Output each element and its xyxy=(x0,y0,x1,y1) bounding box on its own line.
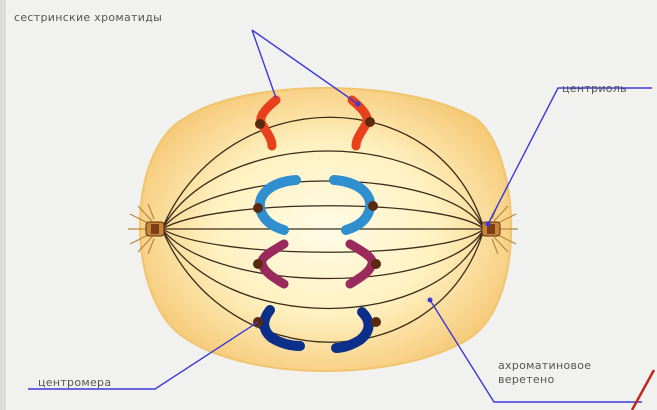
label-spindle: ахроматиновое веретено xyxy=(498,359,592,386)
chromatid-pair-2 xyxy=(253,175,378,235)
chromatid-pair-1 xyxy=(255,95,375,151)
label-centriole: центриоль xyxy=(562,82,627,95)
label-sister-chromatids: сестринские хроматиды xyxy=(14,11,163,24)
chromatid-right xyxy=(331,307,374,353)
corner-mark xyxy=(630,369,656,410)
pointer-dot xyxy=(427,297,433,303)
spindle-fibers xyxy=(161,116,485,343)
label-centromere: центромера xyxy=(38,376,112,389)
chromatid-pair-3 xyxy=(253,239,381,289)
pointer-dot xyxy=(485,221,491,227)
chromatid-left xyxy=(259,305,305,351)
pointer-lines xyxy=(28,29,652,403)
centriole-left xyxy=(128,203,165,255)
pointer-dot xyxy=(355,101,361,107)
